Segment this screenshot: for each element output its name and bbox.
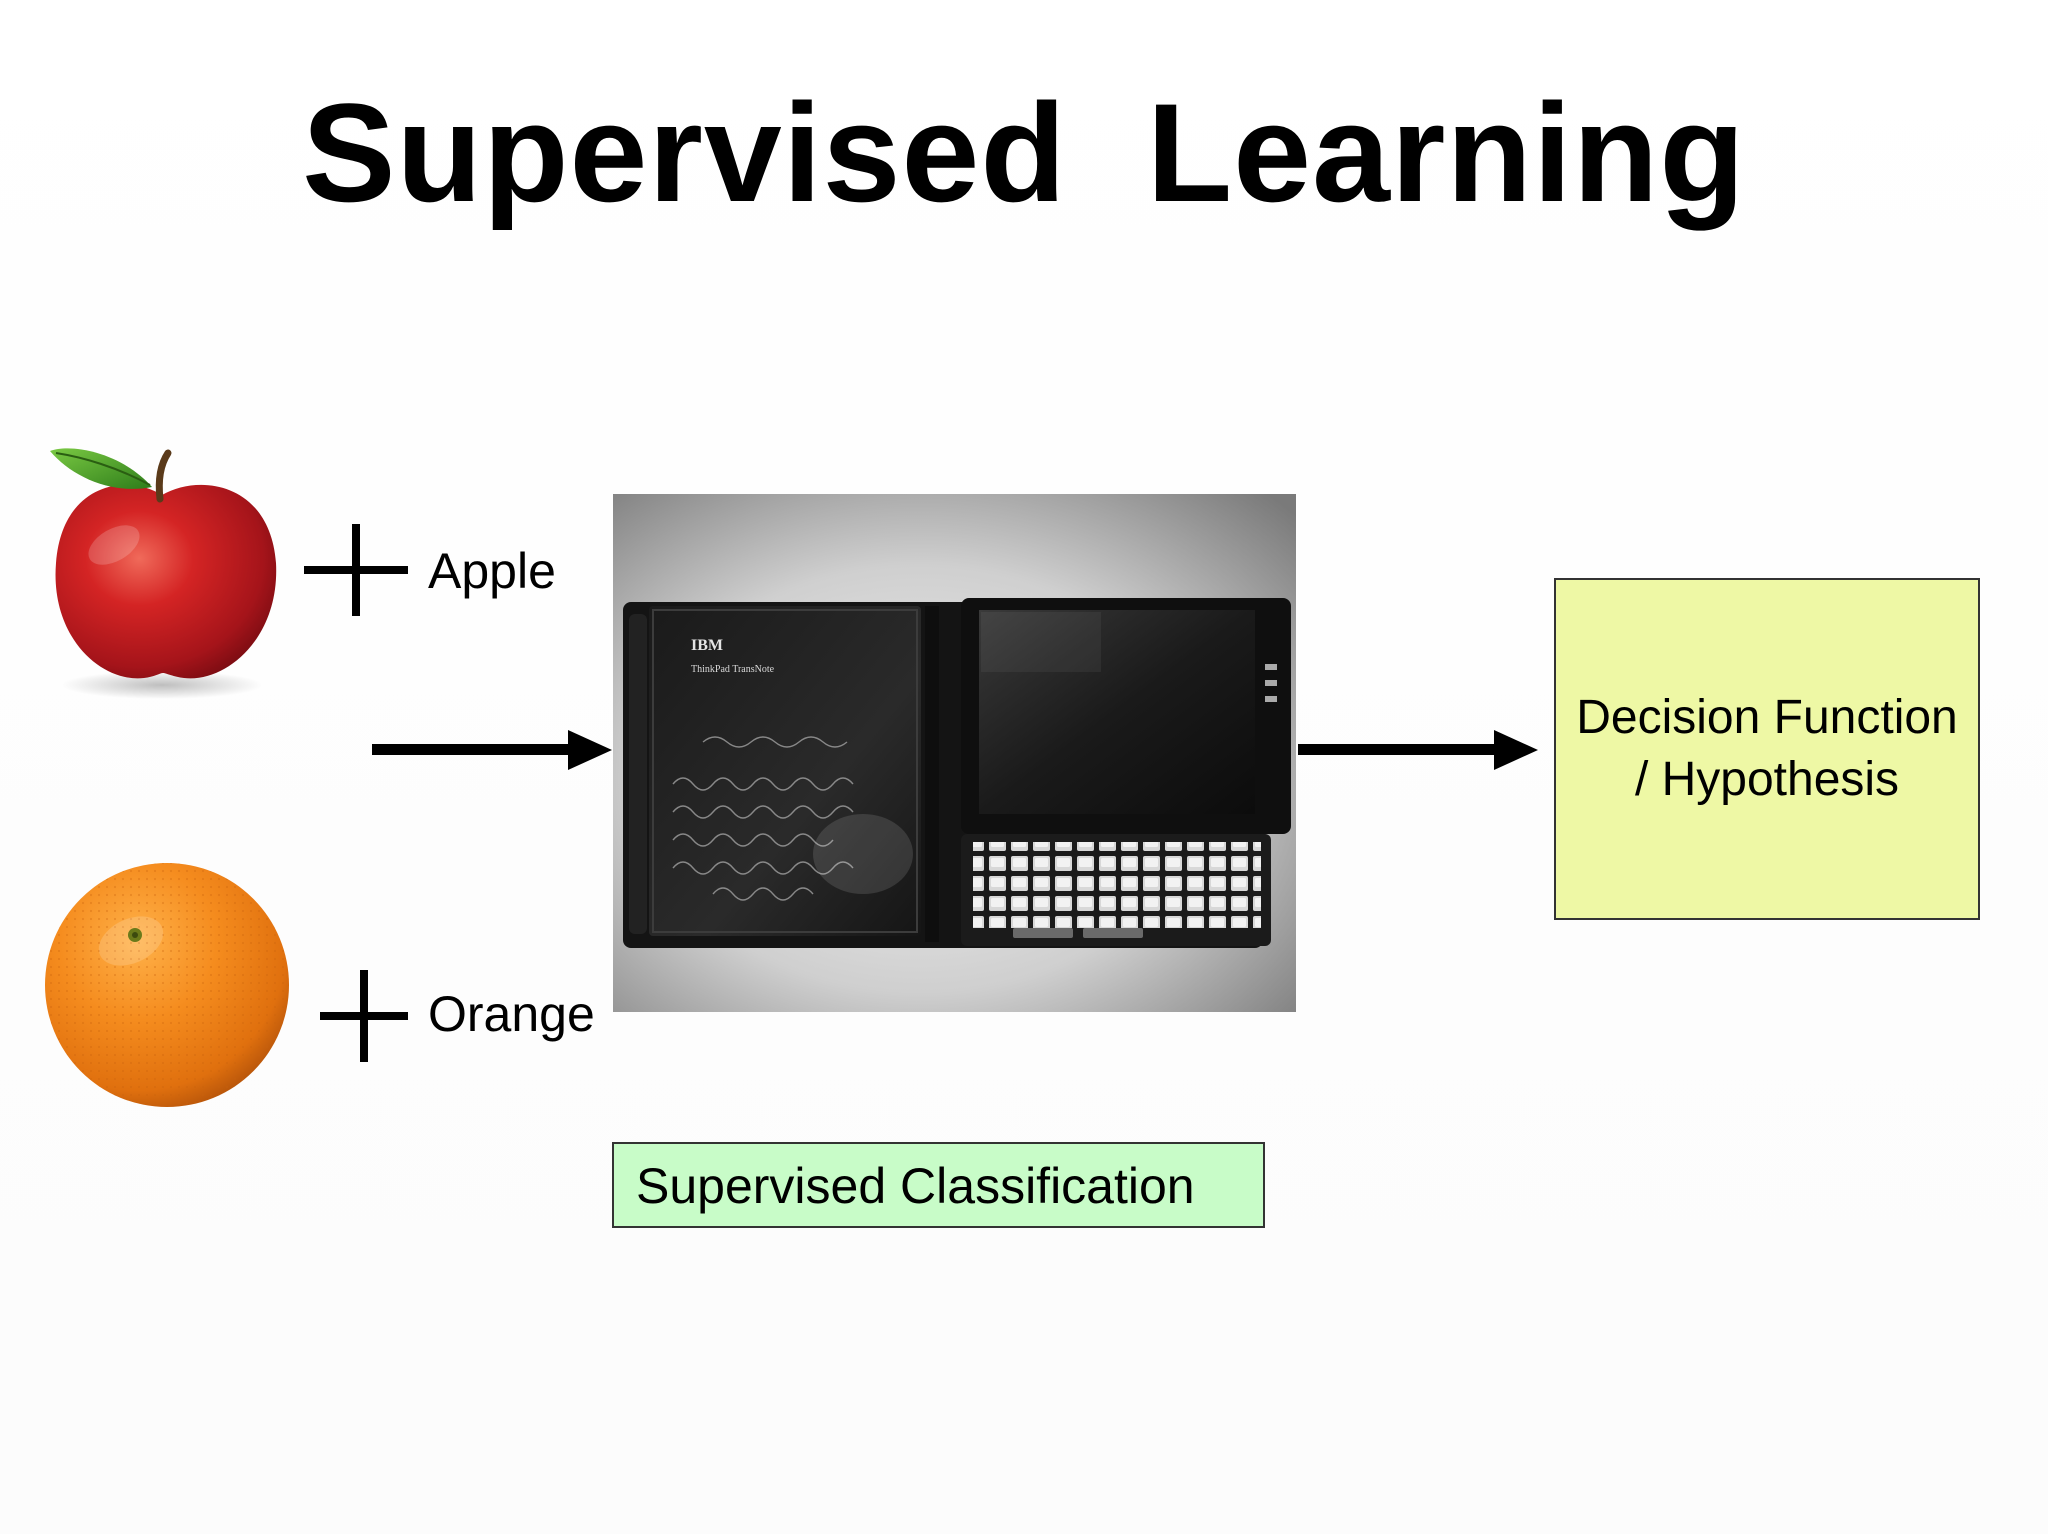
svg-text:ThinkPad TransNote: ThinkPad TransNote [691, 664, 775, 675]
svg-text:IBM: IBM [691, 637, 723, 654]
orange-label: Orange [428, 986, 595, 1042]
orange-image [31, 851, 321, 1118]
slide-title: Supervised Learning [0, 78, 2048, 228]
supervised-classification-box: Supervised Classification [612, 1142, 1265, 1228]
decision-function-label-line2: / Hypothesis [1635, 749, 1899, 811]
supervised-classification-label: Supervised Classification [636, 1158, 1195, 1214]
ibm-thinkpad-transnote-photo: IBM ThinkPad TransNote [613, 494, 1296, 1012]
apple-image [32, 433, 294, 703]
apple-label: Apple [428, 543, 556, 599]
plus-icon [320, 970, 424, 1062]
arrow-right-icon [1298, 728, 1538, 772]
decision-function-box: Decision Function / Hypothesis [1554, 578, 1980, 920]
plus-icon [304, 524, 408, 616]
arrow-right-icon [372, 728, 612, 772]
decision-function-label-line1: Decision Function [1576, 687, 1958, 749]
